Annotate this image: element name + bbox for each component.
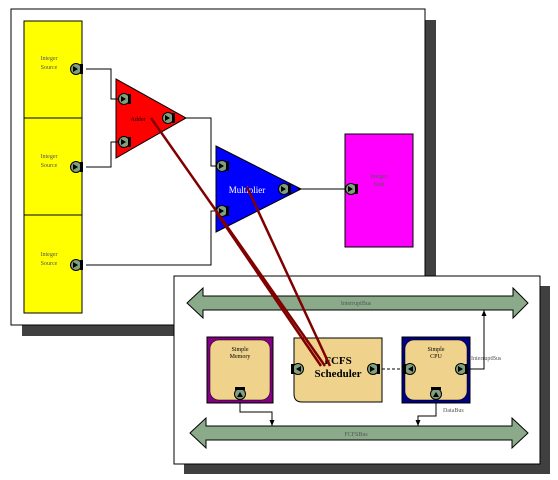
wire-source1-adder bbox=[86, 68, 118, 100]
port-connector-icon[interactable] bbox=[70, 63, 84, 75]
wire-adder-multiplier bbox=[184, 117, 218, 167]
port-connector-icon[interactable] bbox=[290, 363, 304, 375]
port-connector-icon[interactable] bbox=[162, 112, 176, 124]
mapping-links bbox=[149, 117, 332, 367]
source-1-label-line2: Source bbox=[41, 65, 58, 71]
wire-source2-adder bbox=[86, 141, 118, 168]
wire-cpu-interrupt-bus bbox=[467, 310, 485, 370]
adder-label: Adder bbox=[131, 117, 146, 123]
source-2-label-line2: Source bbox=[41, 163, 58, 169]
port-connector-icon[interactable] bbox=[367, 363, 381, 375]
double-arrow-bus-icon bbox=[186, 286, 529, 320]
source-1-label-line1: Integer bbox=[41, 56, 58, 62]
fcfs-bus[interactable]: FCFSBus bbox=[189, 416, 529, 450]
port-connector-icon[interactable] bbox=[345, 183, 359, 195]
memory-label-line2: Memory bbox=[230, 354, 251, 360]
sink-label-line1: Integer bbox=[371, 174, 388, 180]
cpu-data-bus-port-label: DataBus bbox=[443, 408, 464, 414]
wire-memory-fcfs-bus bbox=[239, 402, 273, 426]
dataflow-connections bbox=[86, 68, 345, 266]
architecture-wire-arrowheads bbox=[269, 310, 487, 426]
cpu-label-line2: CPU bbox=[430, 354, 442, 360]
double-arrow-bus-icon bbox=[189, 416, 529, 450]
port-connector-icon[interactable] bbox=[70, 161, 84, 173]
cpu-interrupt-bus-port-label: InterruptBus bbox=[471, 356, 502, 362]
scheduler-label-line2: Scheduler bbox=[314, 368, 361, 380]
scheduler-label-line1: FCFS bbox=[324, 355, 352, 367]
mapping-link-adder bbox=[149, 117, 327, 367]
port-connector-icon[interactable] bbox=[70, 259, 84, 271]
port-connector-icon[interactable] bbox=[216, 160, 230, 172]
source-2-label-line1: Integer bbox=[41, 154, 58, 160]
port-connector-icon[interactable] bbox=[118, 93, 132, 105]
multiplier-label: Multiplier bbox=[229, 185, 266, 195]
mapping-link-sink bbox=[214, 211, 323, 367]
fcfs-bus-label: FCFSBus bbox=[344, 432, 368, 438]
sink-label-line2: Sink bbox=[373, 182, 384, 188]
interrupt-bus-label: InterruptBus bbox=[341, 301, 372, 307]
port-connector-icon[interactable] bbox=[430, 386, 442, 400]
port-connector-icon[interactable] bbox=[278, 183, 292, 195]
source-3-label-line1: Integer bbox=[41, 252, 58, 258]
interrupt-bus[interactable]: InterruptBus bbox=[186, 286, 529, 320]
cpu-label-line1: Simple bbox=[427, 347, 444, 353]
memory-label-line1: Simple bbox=[231, 347, 248, 353]
port-connector-icon[interactable] bbox=[455, 363, 469, 375]
port-connector-icon[interactable] bbox=[234, 386, 246, 400]
mapping-link-multiplier bbox=[245, 186, 332, 367]
source-3-label-line2: Source bbox=[41, 261, 58, 267]
port-connector-icon[interactable] bbox=[118, 136, 132, 148]
wire-source3-multiplier bbox=[86, 210, 218, 266]
port-connector-icon[interactable] bbox=[402, 363, 416, 375]
